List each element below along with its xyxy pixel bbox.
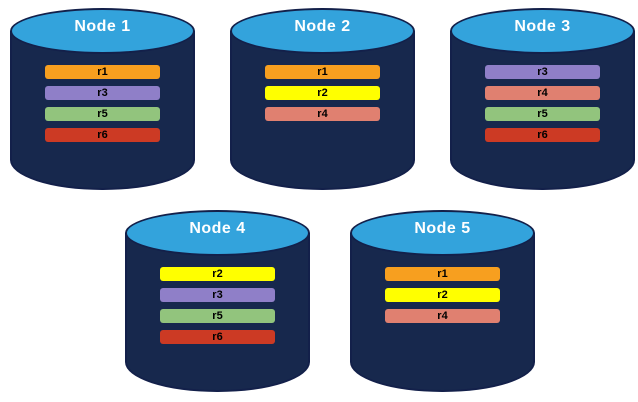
replica-row-bar[interactable]: r2 <box>160 267 275 281</box>
cylinder-top-ellipse <box>450 8 635 54</box>
replica-row-list: r3 r4 r5 r6 <box>485 65 600 149</box>
replica-row-list: r1 r3 r5 r6 <box>45 65 160 149</box>
cylinder-shape <box>450 8 635 190</box>
replica-row-bar[interactable]: r3 <box>160 288 275 302</box>
replica-row-list: r2 r3 r5 r6 <box>160 267 275 351</box>
replica-row-bar[interactable]: r4 <box>265 107 380 121</box>
replica-row-list: r1 r2 r4 <box>265 65 380 128</box>
cylinder-top-ellipse <box>230 8 415 54</box>
replica-row-bar[interactable]: r3 <box>45 86 160 100</box>
cylinder-shape <box>10 8 195 190</box>
replica-row-bar[interactable]: r4 <box>485 86 600 100</box>
replica-row-bar[interactable]: r6 <box>160 330 275 344</box>
replica-row-bar[interactable]: r5 <box>160 309 275 323</box>
replica-row-list: r1 r2 r4 <box>385 267 500 330</box>
replica-row-bar[interactable]: r5 <box>45 107 160 121</box>
replica-row-bar[interactable]: r4 <box>385 309 500 323</box>
replica-row-bar[interactable]: r5 <box>485 107 600 121</box>
replica-row-bar[interactable]: r2 <box>385 288 500 302</box>
replica-row-bar[interactable]: r1 <box>265 65 380 79</box>
replica-row-bar[interactable]: r6 <box>485 128 600 142</box>
cylinder-top-ellipse <box>350 210 535 256</box>
replica-row-bar[interactable]: r6 <box>45 128 160 142</box>
cylinder-body <box>450 31 635 190</box>
replica-row-bar[interactable]: r2 <box>265 86 380 100</box>
cylinder-top-ellipse <box>125 210 310 256</box>
cylinder-top-ellipse <box>10 8 195 54</box>
replica-row-bar[interactable]: r1 <box>45 65 160 79</box>
replica-row-bar[interactable]: r3 <box>485 65 600 79</box>
replica-row-bar[interactable]: r1 <box>385 267 500 281</box>
